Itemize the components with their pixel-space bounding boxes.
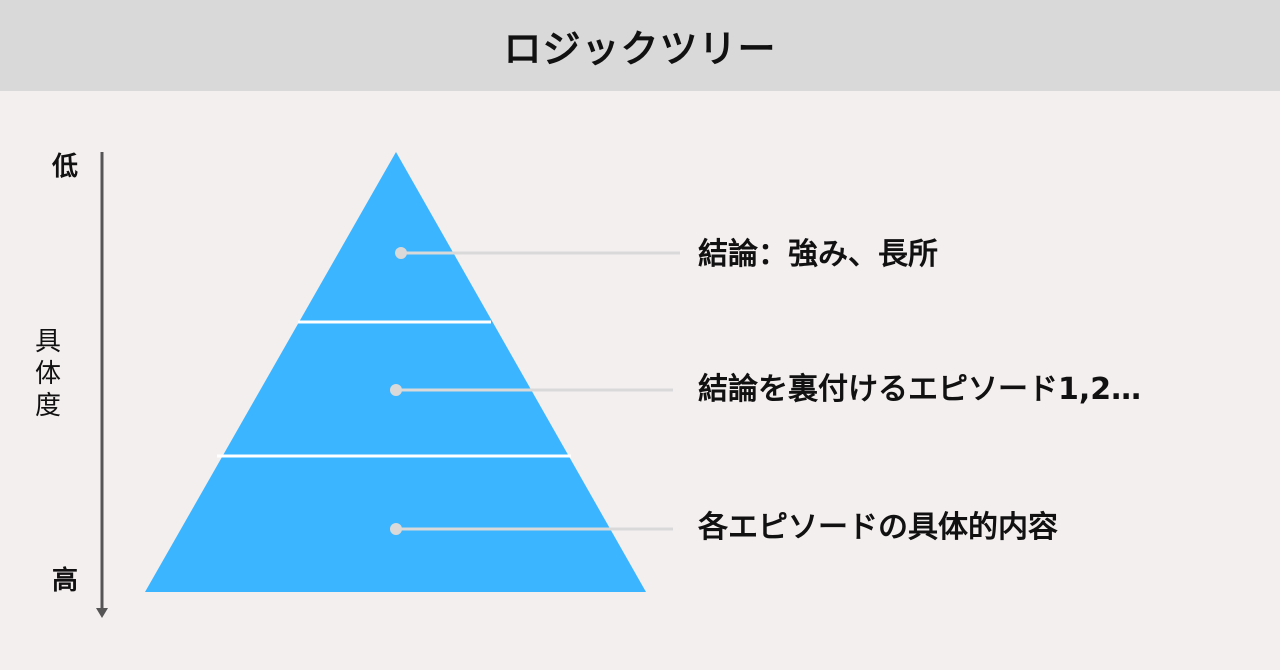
axis-low-label: 低 xyxy=(52,152,79,182)
page-title: ロジックツリー xyxy=(503,27,777,71)
connector-level-3 xyxy=(390,523,673,535)
connector-level-1 xyxy=(395,247,680,259)
level-3-label: 各エピソードの具体的内容 xyxy=(698,510,1058,545)
level-1-label: 結論：強み、長所 xyxy=(698,237,938,272)
level-2-label: 結論を裏付けるエピソード1,2… xyxy=(698,372,1142,407)
axis-high-label: 高 xyxy=(52,566,79,596)
connector-level-2 xyxy=(390,384,673,396)
axis-specificity-label: 具 体 度 xyxy=(34,327,61,421)
specificity-axis-arrow xyxy=(96,152,108,618)
header-bar: ロジックツリー xyxy=(0,0,1280,91)
pyramid-shape xyxy=(145,152,646,592)
